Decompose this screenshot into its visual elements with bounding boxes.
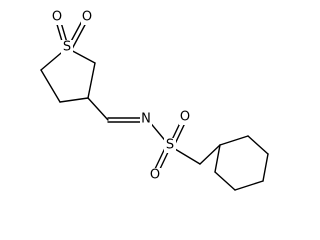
ring-oxygen-label-2: O xyxy=(82,10,92,25)
bond-cy3-cy4 xyxy=(262,153,269,182)
bond-cy2-cy3 xyxy=(247,135,269,155)
ring-oxygen-label-1: O xyxy=(52,10,62,25)
sulfonyl-oxygen-label-1: O xyxy=(180,110,190,125)
bond-cy4-cy5 xyxy=(234,180,264,191)
atom-labels: S O O N S O O xyxy=(51,10,191,183)
cyclohexane-ring xyxy=(214,135,269,191)
sulfonyl-sulfur-label: S xyxy=(166,138,174,153)
sulfonyl-oxygen-label-2: O xyxy=(150,168,160,183)
molecule-diagram: S O O N S O O xyxy=(40,10,269,191)
ring-sulfur-label: S xyxy=(63,40,71,55)
bond-c4-c5 xyxy=(40,69,61,103)
imine-linker xyxy=(87,97,145,123)
bond-c3-ch xyxy=(87,97,109,121)
bond-ch2-cy1 xyxy=(199,144,221,165)
bond-s1-o-right-b xyxy=(71,22,87,50)
bond-c3-c4 xyxy=(59,97,89,103)
bond-cy1-cy2 xyxy=(219,135,249,146)
bond-cy5-cy6 xyxy=(214,171,236,191)
bond-cy6-cy1 xyxy=(214,144,221,173)
sulfolane-ring xyxy=(40,47,96,103)
imine-nitrogen-label: N xyxy=(141,112,151,127)
bond-c2-c3 xyxy=(87,62,96,99)
